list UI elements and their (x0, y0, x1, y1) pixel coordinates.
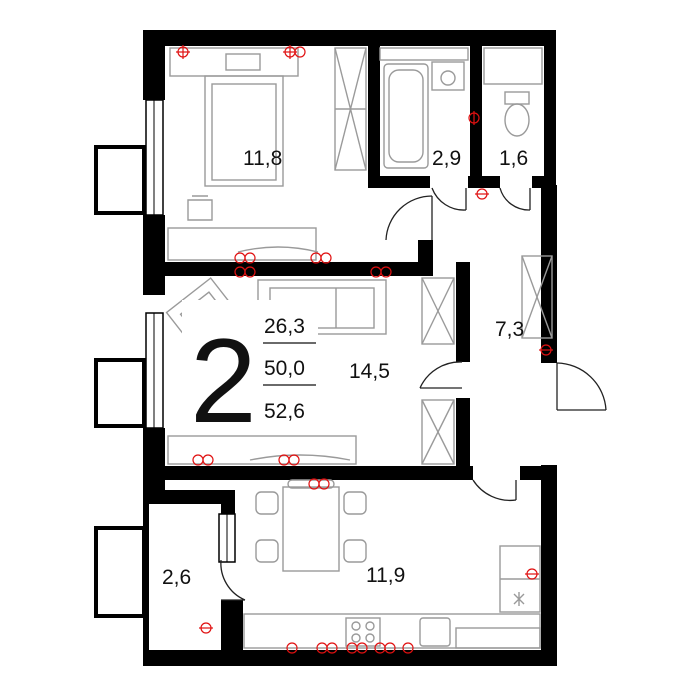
kitchen-furniture (243, 479, 541, 649)
toilet-furniture (483, 47, 543, 137)
kitchen-sink (419, 617, 451, 647)
doors (220, 187, 607, 601)
shelf-upper (421, 277, 455, 345)
hall-area-label: 7,3 (495, 318, 524, 341)
hall-wardrobe (521, 255, 553, 339)
tv-stand (167, 435, 357, 465)
rooms-count: 2 (190, 314, 257, 448)
living-area-value: 26,3 (264, 315, 305, 338)
stove (345, 617, 381, 647)
desk (167, 227, 317, 261)
chair-3 (343, 491, 367, 515)
chair-4 (343, 539, 367, 563)
chair-2 (255, 539, 279, 563)
area-with-balconies-value: 52,6 (264, 400, 305, 423)
balcony-area-label: 2,6 (162, 566, 191, 589)
dining-table (282, 486, 340, 572)
hall-furniture (521, 255, 553, 339)
chair-1 (255, 491, 279, 515)
toilet-bowl (504, 103, 530, 137)
double-bed (204, 75, 284, 187)
chair (187, 195, 213, 221)
toilet-area-label: 1,6 (499, 147, 528, 170)
tv (249, 454, 351, 461)
kitchen-area-label: 11,9 (366, 564, 405, 587)
bathroom-area-label: 2,9 (432, 147, 461, 170)
living-room-area-label: 14,5 (349, 360, 390, 383)
electrical-sockets (176, 45, 553, 654)
bathtub (383, 63, 429, 169)
total-area-value: 50,0 (264, 357, 305, 380)
bathroom-furniture (379, 47, 469, 169)
bedroom-furniture (167, 47, 367, 261)
bedroom-area-label: 11,8 (243, 147, 282, 170)
toilet-tank (504, 91, 530, 105)
shelf-lower (421, 399, 455, 465)
summary-backdrop (182, 300, 318, 434)
sink (431, 61, 465, 91)
